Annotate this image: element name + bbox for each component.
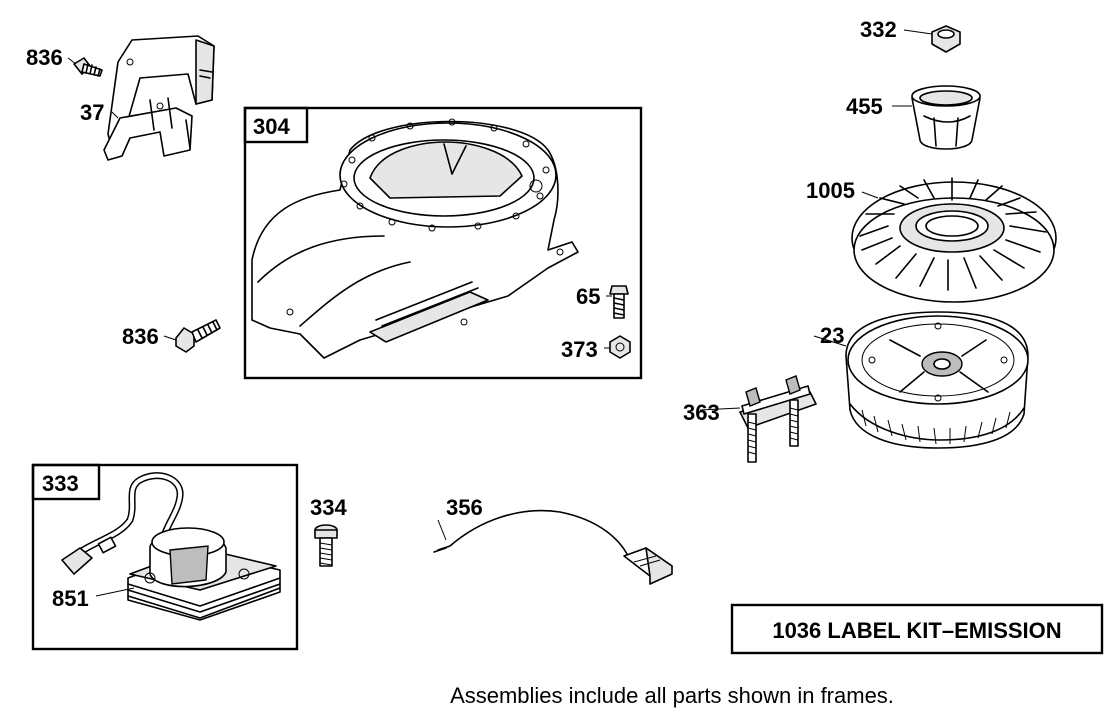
- fan-part-1005: [851, 177, 1057, 303]
- callout-1005: 1005: [806, 178, 855, 203]
- frame-333: [31, 463, 299, 651]
- nut-part-373: [609, 335, 631, 359]
- screw-part-836-top: [73, 57, 103, 77]
- callout-334: 334: [310, 495, 347, 520]
- wire-part-356: [433, 509, 673, 585]
- bolt-part-836-mid: [175, 319, 221, 353]
- callout-373: 373: [561, 337, 598, 362]
- blower-housing-part-304: [251, 118, 579, 359]
- screw-part-334: [314, 524, 338, 567]
- footnote: Assemblies include all parts shown in fr…: [450, 683, 894, 708]
- nut-part-332: [931, 25, 961, 53]
- bracket-part-37: [103, 35, 215, 161]
- callout-836-top: 836: [26, 45, 63, 70]
- frame-label-333: 333: [42, 471, 79, 496]
- callout-37: 37: [80, 100, 104, 125]
- frame-label-304: 304: [253, 114, 290, 139]
- frame-304-label-box: [243, 106, 309, 144]
- callout-65: 65: [576, 284, 600, 309]
- callout-356: 356: [446, 495, 483, 520]
- callout-363: 363: [683, 400, 720, 425]
- frame-333-label-box: [31, 463, 101, 501]
- callout-851: 851: [52, 586, 89, 611]
- callout-332: 332: [860, 17, 897, 42]
- callout-455: 455: [846, 94, 883, 119]
- armature-part-333: [61, 472, 281, 621]
- screw-part-65: [609, 285, 629, 319]
- flywheel-part-23: [845, 311, 1029, 449]
- callout-836-mid: 836: [122, 324, 159, 349]
- label-kit-text: 1036 LABEL KIT–EMISSION: [772, 618, 1061, 643]
- label-kit-box: [730, 603, 1104, 655]
- leader-lines: [67, 29, 933, 597]
- callout-23: 23: [820, 323, 844, 348]
- bracket-part-363: [739, 375, 817, 463]
- cup-part-455: [911, 85, 981, 150]
- frame-304: [243, 106, 643, 380]
